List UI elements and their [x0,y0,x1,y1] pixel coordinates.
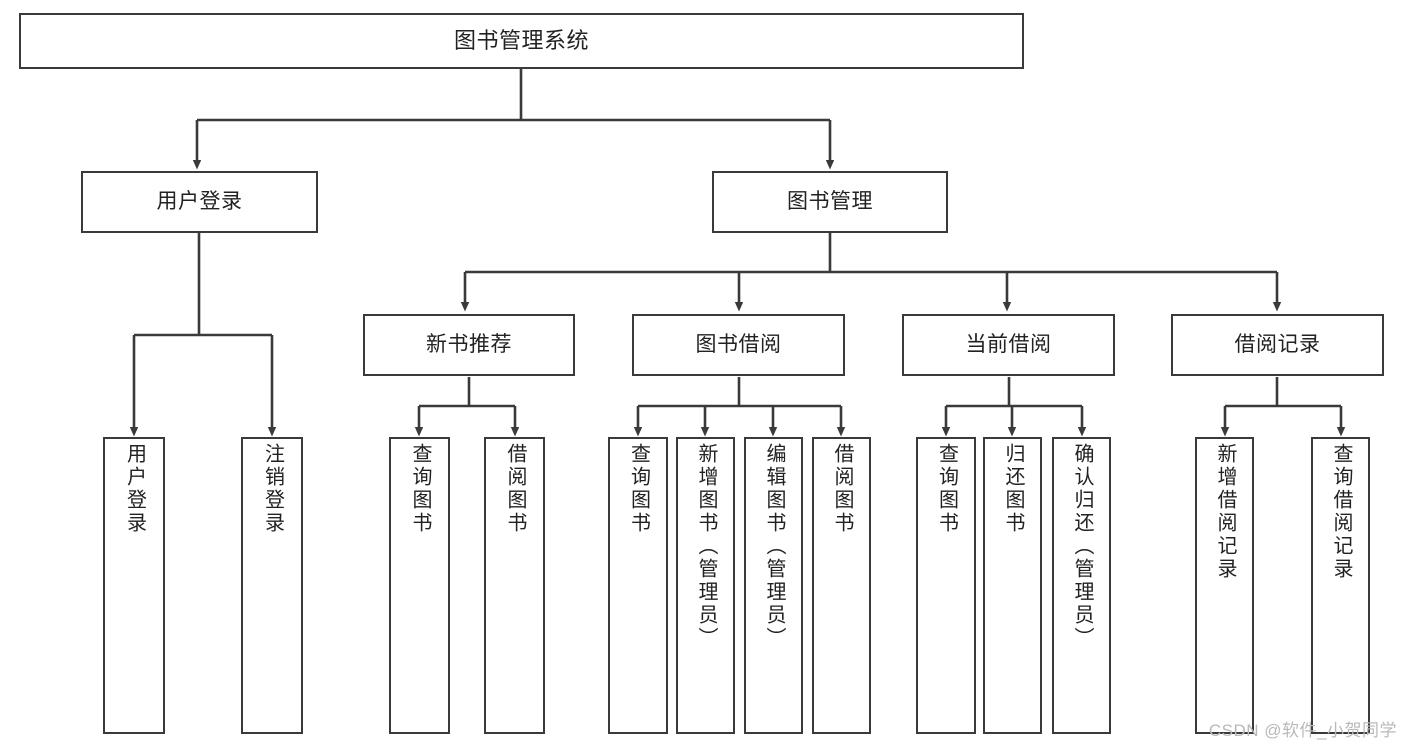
node-book-borrow[interactable]: 图书借阅 [632,314,845,376]
node-borrow-record-label: 借阅记录 [1234,332,1321,356]
node-leaf-logout-login-label: 注销登录 [261,443,284,535]
node-current-borrow-label: 当前借阅 [965,332,1052,356]
node-leaf-return-book-label: 归还图书 [1002,443,1024,535]
node-leaf-confirm-return[interactable]: 确认归还（管理员） [1052,437,1111,734]
node-leaf-query-book-3[interactable]: 查询图书 [916,437,976,734]
node-user-login-label: 用户登录 [156,189,243,213]
node-leaf-borrow-book-2-label: 借阅图书 [831,443,853,535]
node-leaf-query-book-1-label: 查询图书 [409,443,431,535]
node-leaf-borrow-book-1[interactable]: 借阅图书 [484,437,545,734]
node-leaf-query-book-2-label: 查询图书 [627,443,650,535]
node-leaf-user-login-label: 用户登录 [123,443,146,535]
node-leaf-add-record[interactable]: 新增借阅记录 [1195,437,1254,734]
node-leaf-query-record[interactable]: 查询借阅记录 [1311,437,1370,734]
node-book-borrow-label: 图书借阅 [695,332,782,356]
node-borrow-record[interactable]: 借阅记录 [1171,314,1384,376]
node-root-label: 图书管理系统 [453,28,589,54]
node-root[interactable]: 图书管理系统 [19,13,1024,69]
node-book-manage[interactable]: 图书管理 [712,171,948,233]
node-leaf-query-book-3-label: 查询图书 [935,443,958,535]
node-leaf-return-book[interactable]: 归还图书 [983,437,1042,734]
node-leaf-user-login[interactable]: 用户登录 [103,437,165,734]
node-leaf-confirm-return-label: 确认归还（管理员） [1071,443,1093,650]
node-new-book-recommend-label: 新书推荐 [426,332,512,356]
node-new-book-recommend[interactable]: 新书推荐 [363,314,575,376]
node-leaf-query-book-1[interactable]: 查询图书 [389,437,450,734]
node-leaf-borrow-book-1-label: 借阅图书 [504,443,526,535]
node-leaf-borrow-book-2[interactable]: 借阅图书 [812,437,871,734]
node-leaf-logout-login[interactable]: 注销登录 [241,437,303,734]
node-leaf-edit-book[interactable]: 编辑图书（管理员） [744,437,803,734]
node-leaf-query-record-label: 查询借阅记录 [1330,443,1352,581]
node-leaf-add-book-label: 新增图书（管理员） [695,443,717,650]
node-book-manage-label: 图书管理 [787,189,873,213]
node-leaf-query-book-2[interactable]: 查询图书 [608,437,668,734]
node-leaf-edit-book-label: 编辑图书（管理员） [763,443,785,650]
node-current-borrow[interactable]: 当前借阅 [902,314,1115,376]
node-leaf-add-record-label: 新增借阅记录 [1214,443,1236,581]
node-leaf-add-book[interactable]: 新增图书（管理员） [676,437,735,734]
node-user-login[interactable]: 用户登录 [81,171,318,233]
